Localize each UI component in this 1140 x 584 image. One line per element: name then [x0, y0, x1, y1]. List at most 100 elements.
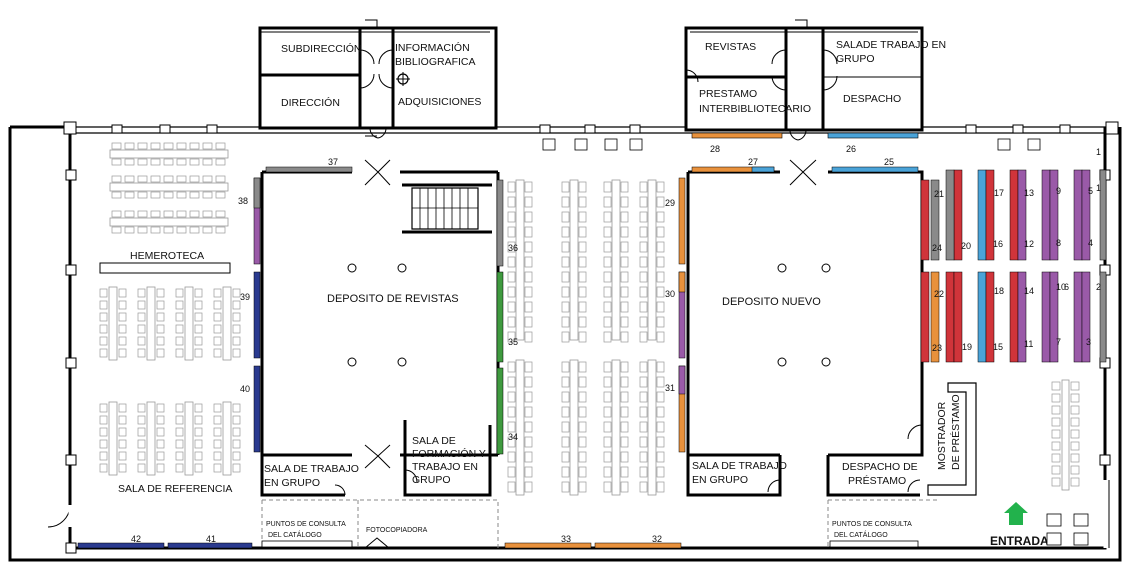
entrada-label: ENTRADA [990, 534, 1049, 548]
chair [603, 481, 612, 493]
shelf-12-label: 12 [1024, 239, 1034, 249]
armchairs-top [542, 138, 1041, 151]
chair [194, 336, 203, 346]
chair [1051, 477, 1061, 487]
chair [603, 196, 612, 208]
prestamo-label-2: INTERBIBLIOTECARIO [699, 103, 811, 115]
chair [137, 191, 148, 199]
chair [215, 142, 226, 150]
shelf-20-label: 20 [961, 241, 971, 251]
shelf [1099, 271, 1107, 363]
shelf-4-label: 4 [1088, 238, 1093, 248]
shelf [167, 542, 253, 549]
entrance-tables [1051, 379, 1080, 491]
sala-trabajo-top-label-1: SALADE TRABAJO EN [836, 39, 946, 51]
chair [561, 481, 570, 493]
informacion-label-2: BIBLIOGRAFICA [395, 56, 476, 68]
shelf-41-label: 41 [206, 534, 216, 544]
chair [150, 210, 161, 218]
chair [124, 158, 135, 166]
chair [620, 211, 629, 223]
chair [118, 427, 127, 437]
chair [215, 158, 226, 166]
chair [99, 403, 108, 413]
reference-table [222, 286, 232, 361]
chair [561, 301, 570, 313]
chair [213, 336, 222, 346]
revistas-label: REVISTAS [705, 41, 756, 53]
chair [99, 348, 108, 358]
chair [156, 439, 165, 449]
chair [620, 481, 629, 493]
chair [620, 181, 629, 193]
chair [524, 271, 533, 283]
chair [163, 142, 174, 150]
chair [524, 211, 533, 223]
chair [175, 403, 184, 413]
chair [137, 142, 148, 150]
chair [137, 427, 146, 437]
chair [213, 324, 222, 334]
hemeroteca-table [109, 217, 229, 227]
shelf-9-label: 9 [1056, 186, 1061, 196]
chair [578, 331, 587, 343]
chair [524, 181, 533, 193]
chair [99, 463, 108, 473]
chair [620, 271, 629, 283]
mostrador-label-2: DE PRÉSTAMO [949, 394, 962, 470]
chair [578, 361, 587, 373]
chair [656, 226, 665, 238]
chair [175, 300, 184, 310]
shelf-21-label: 21 [934, 189, 944, 199]
chair [524, 196, 533, 208]
chair [1051, 429, 1061, 439]
chair [189, 175, 200, 183]
chair [118, 463, 127, 473]
chair [639, 211, 648, 223]
chair [561, 286, 570, 298]
shelf-39-label: 39 [240, 292, 250, 302]
shelf-16-label: 16 [993, 239, 1003, 249]
formacion-label-4: GRUPO [412, 474, 451, 486]
chair [639, 436, 648, 448]
formacion-label-3: TRABAJO EN [412, 461, 478, 473]
chair [150, 191, 161, 199]
chair [656, 271, 665, 283]
chair [124, 210, 135, 218]
shelf [678, 271, 686, 293]
chair [213, 463, 222, 473]
chair [524, 451, 533, 463]
chair [99, 288, 108, 298]
chair [1051, 393, 1061, 403]
chair [118, 451, 127, 461]
chair [656, 241, 665, 253]
chair [99, 439, 108, 449]
shelf [920, 271, 930, 363]
chair [507, 211, 516, 223]
chair [1051, 465, 1061, 475]
hemeroteca-table [109, 182, 229, 192]
entrance: ENTRADA [990, 502, 1089, 548]
chair [524, 391, 533, 403]
chair [176, 210, 187, 218]
shelf [977, 271, 987, 363]
chair [507, 451, 516, 463]
chair [524, 286, 533, 298]
chair [176, 191, 187, 199]
chair [213, 427, 222, 437]
chair [561, 331, 570, 343]
reference-table [184, 401, 194, 476]
chair [603, 301, 612, 313]
chair [232, 348, 241, 358]
sala-referencia-label: SALA DE REFERENCIA [118, 483, 232, 495]
chair [232, 288, 241, 298]
chair [639, 481, 648, 493]
chair [163, 210, 174, 218]
chair [578, 481, 587, 493]
shelf-32-label: 32 [652, 534, 662, 544]
chair [620, 421, 629, 433]
chair [137, 300, 146, 310]
chair [202, 226, 213, 234]
chair [232, 463, 241, 473]
chair [620, 196, 629, 208]
